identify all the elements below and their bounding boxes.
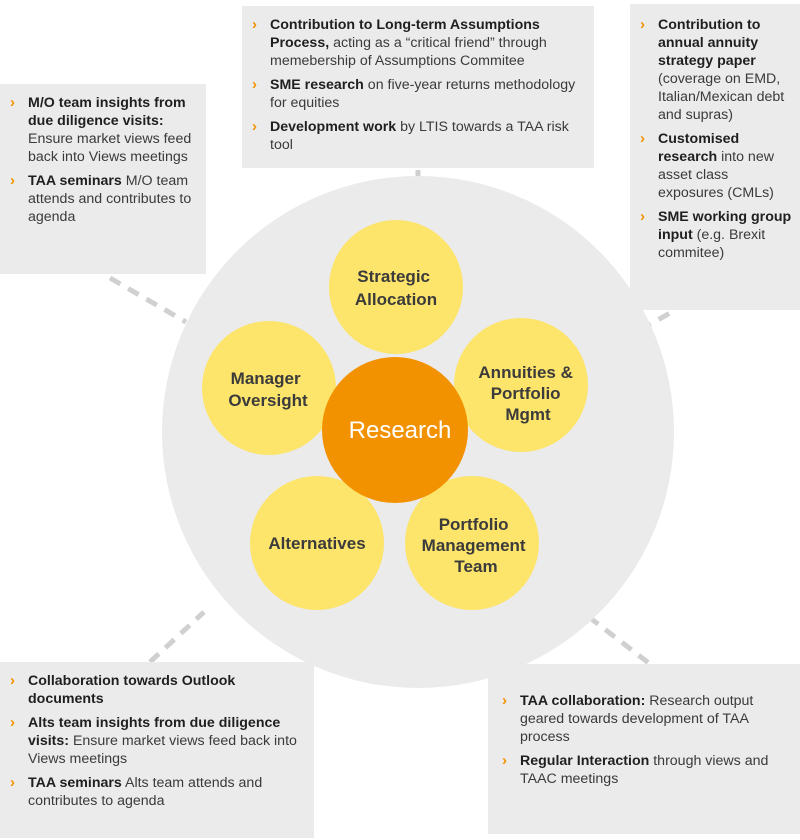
bullet-heading: Customised research: [658, 131, 740, 165]
petal-line: Portfolio: [439, 515, 509, 534]
connector-bottom-right: [570, 602, 652, 666]
bullet-text: Ensure market views feed back into Views…: [28, 131, 192, 165]
bullet-chevron-icon: ›: [640, 16, 645, 33]
bullet-text: M/O team attends and contributes to agen…: [28, 173, 192, 225]
bullet-item: › Collaboration towards Outlook documents: [10, 672, 304, 708]
bullet-item: › TAA collaboration: Research output gear…: [502, 692, 788, 746]
bullet-heading: TAA seminars: [28, 173, 122, 189]
info-box-right: › Contribution to annual annuity strategy…: [630, 4, 800, 310]
bullet-list: › Collaboration towards Outlook documents…: [10, 672, 304, 810]
bullet-chevron-icon: ›: [252, 76, 257, 93]
petal-label-strategic-allocation: Strategic Allocation: [355, 267, 437, 309]
bullet-item: › Contribution to Long-term Assumptions P…: [252, 16, 584, 70]
bullet-heading: Collaboration towards Outlook documents: [28, 673, 236, 707]
bullet-text: acting as a “critical friend” through me…: [270, 35, 547, 69]
bullet-chevron-icon: ›: [10, 714, 15, 731]
bullet-heading: SME research: [270, 77, 364, 93]
bullet-item: › Regular Interaction through views and T…: [502, 752, 788, 788]
bullet-heading: TAA seminars: [28, 775, 122, 791]
bullet-item: › SME working group input (e.g. Brexit co…: [640, 208, 794, 262]
bullet-item: › Customised research into new asset clas…: [640, 130, 794, 202]
bullet-chevron-icon: ›: [502, 692, 507, 709]
bullet-item: › SME research on five-year returns metho…: [252, 76, 584, 112]
petal-line: Manager: [231, 369, 301, 388]
bullet-chevron-icon: ›: [252, 16, 257, 33]
bullet-list: › M/O team insights from due diligence vi…: [10, 94, 196, 226]
bullet-chevron-icon: ›: [10, 774, 15, 791]
bullet-heading: TAA collaboration:: [520, 693, 646, 709]
bullet-text: into new asset class exposures (CMLs): [658, 149, 774, 201]
bullet-list: › Contribution to Long-term Assumptions P…: [252, 16, 584, 154]
bullet-heading: Development work: [270, 119, 397, 135]
petal-line: Management: [422, 536, 526, 555]
bullet-item: › TAA seminars Alts team attends and cont…: [10, 774, 304, 810]
petal-annuities-portfolio-mgmt: [454, 318, 588, 452]
info-box-bottom-left: › Collaboration towards Outlook documents…: [0, 662, 314, 838]
petal-alternatives: [250, 476, 384, 610]
bullet-chevron-icon: ›: [502, 752, 507, 769]
info-box-top: › Contribution to Long-term Assumptions P…: [242, 6, 594, 168]
bullet-text: by LTIS towards a TAA risk tool: [270, 119, 569, 153]
bullet-text: Research output geared towards developme…: [520, 693, 754, 745]
petal-label-alternatives: Alternatives: [268, 534, 365, 553]
bullet-chevron-icon: ›: [640, 208, 645, 225]
petal-portfolio-management-team: [405, 476, 539, 610]
bullet-heading: Contribution to annual annuity strategy …: [658, 17, 761, 69]
bullet-item: › M/O team insights from due diligence vi…: [10, 94, 196, 166]
bullet-item: › Contribution to annual annuity strategy…: [640, 16, 794, 124]
connector-bottom-left: [148, 610, 206, 664]
bullet-chevron-icon: ›: [10, 672, 15, 689]
petal-line: Team: [454, 557, 497, 576]
petal-line: Portfolio: [491, 384, 561, 403]
petal-line: Oversight: [228, 391, 308, 410]
bullet-item: › Development work by LTIS towards a TAA …: [252, 118, 584, 154]
bullet-text: Alts team attends and contributes to age…: [28, 775, 263, 809]
bullet-text: on five-year returns methodology for equ…: [270, 77, 576, 111]
bullet-heading: Regular Interaction: [520, 753, 650, 769]
bullet-item: › TAA seminars M/O team attends and contr…: [10, 172, 196, 226]
bullet-chevron-icon: ›: [10, 172, 15, 189]
petal-manager-oversight: [202, 321, 336, 455]
bullet-list: › Contribution to annual annuity strategy…: [640, 16, 794, 262]
bullet-item: › Alts team insights from due diligence v…: [10, 714, 304, 768]
center-circle: [322, 357, 468, 503]
bullet-chevron-icon: ›: [10, 94, 15, 111]
bullet-heading: Alts team insights from due diligence vi…: [28, 715, 281, 749]
info-box-bottom-right: › TAA collaboration: Research output gear…: [488, 664, 800, 834]
bullet-chevron-icon: ›: [640, 130, 645, 147]
petal-label-portfolio-management-team: Portfolio Management Team: [422, 515, 531, 576]
bullet-heading: M/O team insights from due diligence vis…: [28, 95, 186, 129]
info-box-left: › M/O team insights from due diligence vi…: [0, 84, 206, 274]
petal-line: Alternatives: [268, 534, 365, 553]
bullet-heading: SME working group input: [658, 209, 792, 243]
petal-line: Mgmt: [505, 405, 551, 424]
petal-line: Allocation: [355, 290, 437, 309]
petal-line: Annuities &: [478, 363, 572, 382]
connector-left: [108, 275, 188, 325]
bullet-text: (coverage on EMD, Italian/Mexican debt a…: [658, 71, 785, 123]
bullet-list: › TAA collaboration: Research output gear…: [502, 692, 788, 788]
petal-line: Strategic: [357, 267, 430, 286]
bullet-text: (e.g. Brexit commitee): [658, 227, 766, 261]
petal-strategic-allocation: [329, 220, 463, 354]
petal-label-manager-oversight: Manager Oversight: [228, 369, 308, 410]
bullet-chevron-icon: ›: [252, 118, 257, 135]
bullet-heading: Contribution to Long-term Assumptions Pr…: [270, 17, 540, 51]
petal-label-annuities-portfolio-mgmt: Annuities & Portfolio Mgmt: [478, 363, 577, 424]
center-label: Research: [349, 417, 452, 444]
bullet-text: through views and TAAC meetings: [520, 753, 769, 787]
bullet-text: Ensure market views feed back into Views…: [28, 733, 297, 767]
